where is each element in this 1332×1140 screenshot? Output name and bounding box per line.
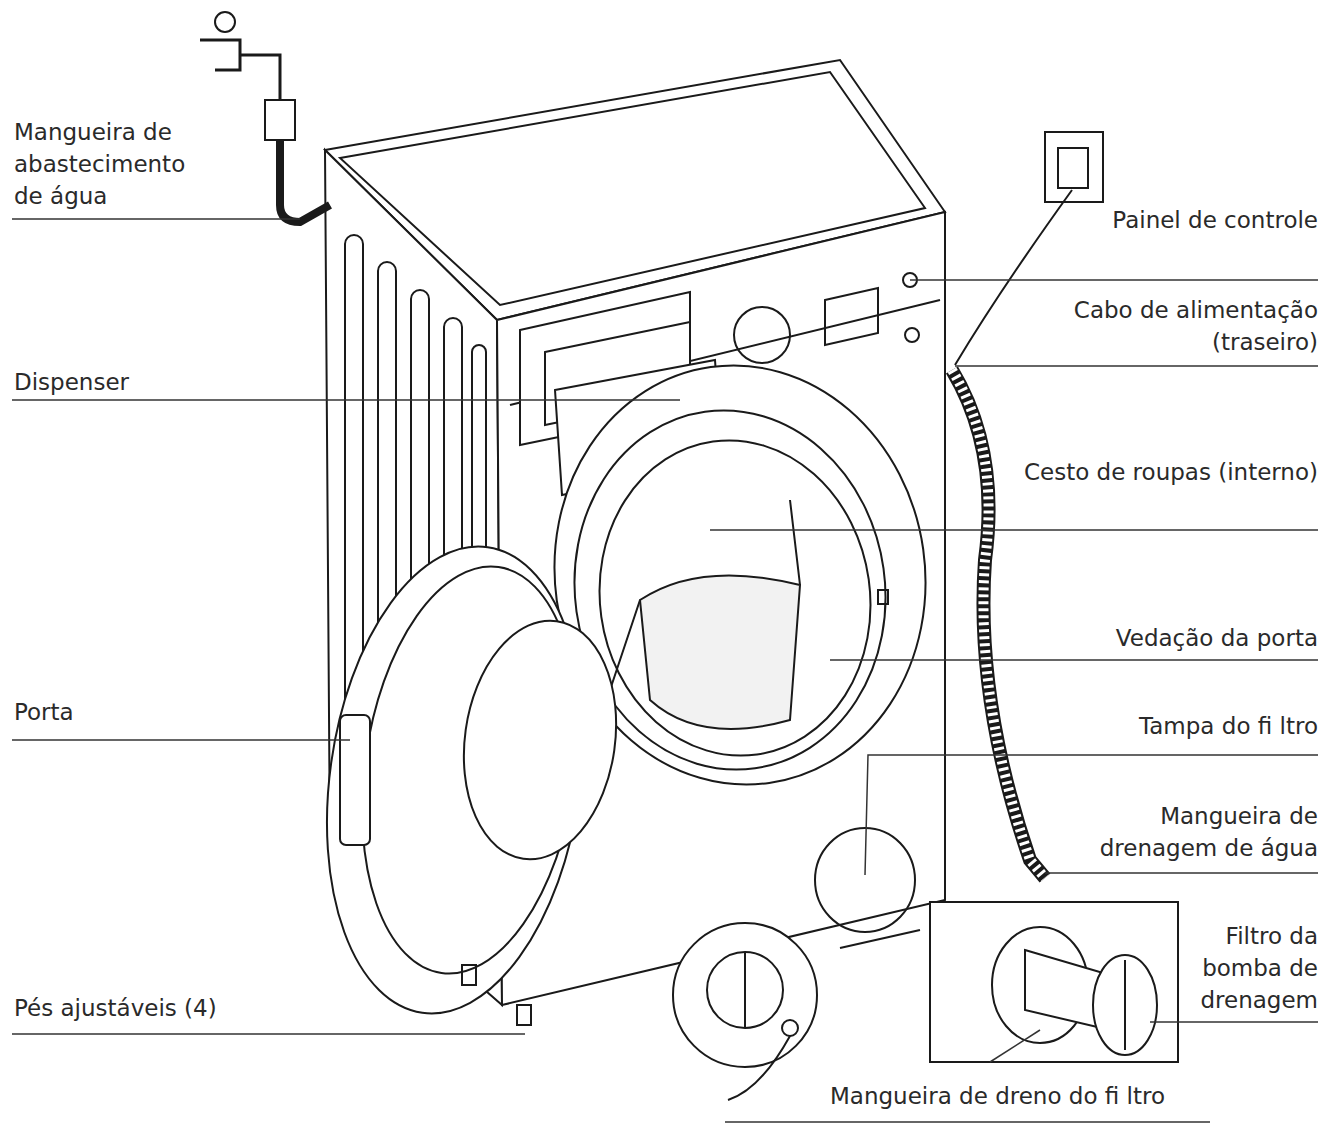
filter-knob-slot <box>744 952 746 1028</box>
leader-line <box>1150 1021 1318 1023</box>
inset-frame <box>930 902 1178 1062</box>
leader-line <box>865 755 1318 875</box>
part-label: Tampa do fi ltro <box>968 710 1318 742</box>
leader-line <box>910 279 1318 281</box>
drum-interior <box>640 575 800 729</box>
part-label: Mangueira de dreno do fi ltro <box>830 1080 1250 1112</box>
control-knob <box>734 307 790 363</box>
filter-drain-hose <box>728 1036 790 1100</box>
leader-lines <box>12 219 1318 1122</box>
part-label: Filtro da bomba de drenagem <box>1168 920 1318 1016</box>
control-button <box>905 328 919 342</box>
drum-opening <box>579 423 890 774</box>
leader-line <box>12 739 350 741</box>
inset-pointer <box>840 930 920 948</box>
drain-hose <box>952 370 1045 878</box>
drum-paddle <box>600 500 800 720</box>
leader-line <box>830 659 1318 661</box>
leader-line <box>12 1033 525 1035</box>
leader-line <box>990 1030 1040 1062</box>
part-label: Mangueira de drenagem de água <box>1048 800 1318 864</box>
door-hinge <box>340 715 370 845</box>
leader-line <box>710 529 1318 531</box>
part-label: Cesto de roupas (interno) <box>1018 456 1318 488</box>
door-glass <box>449 611 631 870</box>
faucet-handle <box>215 12 235 32</box>
part-label: Pés ajustáveis (4) <box>14 992 314 1024</box>
part-label: Mangueira de abastecimento de água <box>14 116 214 212</box>
hose-connector <box>265 100 295 140</box>
part-label: Dispenser <box>14 366 214 398</box>
leader-line <box>955 365 1318 367</box>
leader-line <box>12 399 680 401</box>
drain-hose-end <box>782 1020 798 1036</box>
leader-line <box>725 1121 1210 1123</box>
leader-line <box>1045 872 1318 874</box>
filter-drain-cap <box>673 923 817 1067</box>
wall-outlet <box>1045 132 1103 202</box>
display-window <box>825 288 878 345</box>
part-label: Porta <box>14 696 214 728</box>
part-label: Vedação da porta <box>968 622 1318 654</box>
supply-hose <box>280 140 330 222</box>
filter-knob <box>707 952 783 1028</box>
adjustable-foot <box>462 965 476 985</box>
drain-hose-ribs <box>952 370 1045 878</box>
power-cable <box>955 190 1072 365</box>
adjustable-foot <box>517 1005 531 1025</box>
door-latch <box>878 590 888 604</box>
filter-cover <box>815 828 915 932</box>
pump-filter-slot <box>1124 960 1126 1050</box>
faucet <box>200 40 280 100</box>
outlet-plate <box>1058 148 1088 188</box>
leader-line <box>12 218 300 220</box>
part-label: Cabo de alimentação (traseiro) <box>968 294 1318 358</box>
part-label: Painel de controle <box>1018 204 1318 236</box>
pump-filter-cap <box>1093 955 1157 1055</box>
